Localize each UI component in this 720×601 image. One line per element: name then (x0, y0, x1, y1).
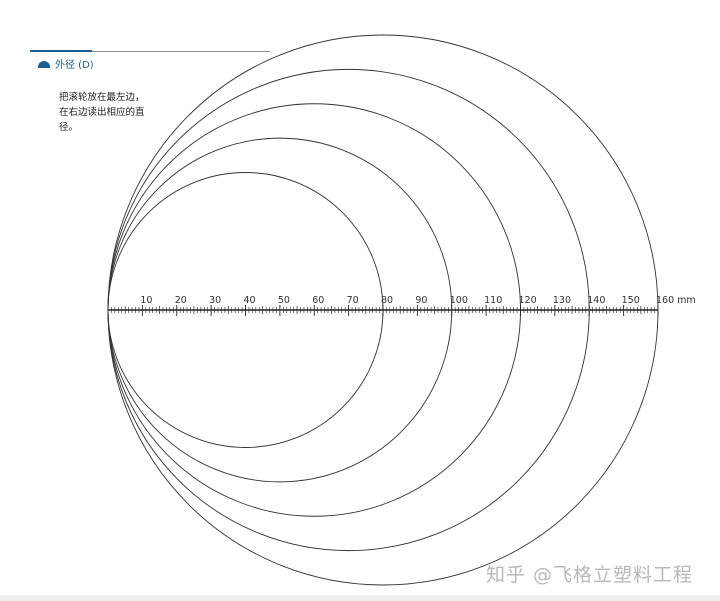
scale-label: 80 (381, 295, 393, 306)
scale-label: 30 (209, 295, 221, 306)
scale-label: 100 (450, 295, 468, 306)
scale-label: 10 (140, 295, 152, 306)
scale-label: 130 (553, 295, 571, 306)
scale-label: 90 (415, 295, 427, 306)
scale-label: 40 (244, 295, 256, 306)
scale-label: 120 (519, 295, 537, 306)
scale-label: 140 (587, 295, 605, 306)
scale-label: 60 (312, 295, 324, 306)
scale-label: 70 (347, 295, 359, 306)
dome-icon (38, 60, 50, 68)
section-title: 外径 (D) (55, 60, 94, 71)
instruction-line: 径。 (59, 122, 79, 133)
header-rule (30, 51, 270, 52)
instruction-line: 把滚轮放在最左边， (59, 92, 145, 103)
scale-label: 50 (278, 295, 290, 306)
instruction-text: 把滚轮放在最左边， 在右边读出相应的直 径。 (59, 90, 159, 135)
header: 外径 (D) (38, 58, 94, 74)
header-rule-accent (30, 50, 92, 52)
watermark: 知乎 @飞格立塑料工程 (486, 564, 694, 586)
scale-label: 160 mm (656, 295, 696, 306)
scale-labels: 10 20 30 40 50 60 70 80 90 100 110 120 130 140 150 160 … (140, 295, 695, 306)
bottom-band (0, 595, 720, 601)
mm-ruler (107, 305, 659, 316)
scale-label: 150 (622, 295, 640, 306)
scale-label: 110 (484, 295, 502, 306)
instruction-line: 在右边读出相应的直 (59, 107, 145, 118)
scale-label: 20 (175, 295, 187, 306)
